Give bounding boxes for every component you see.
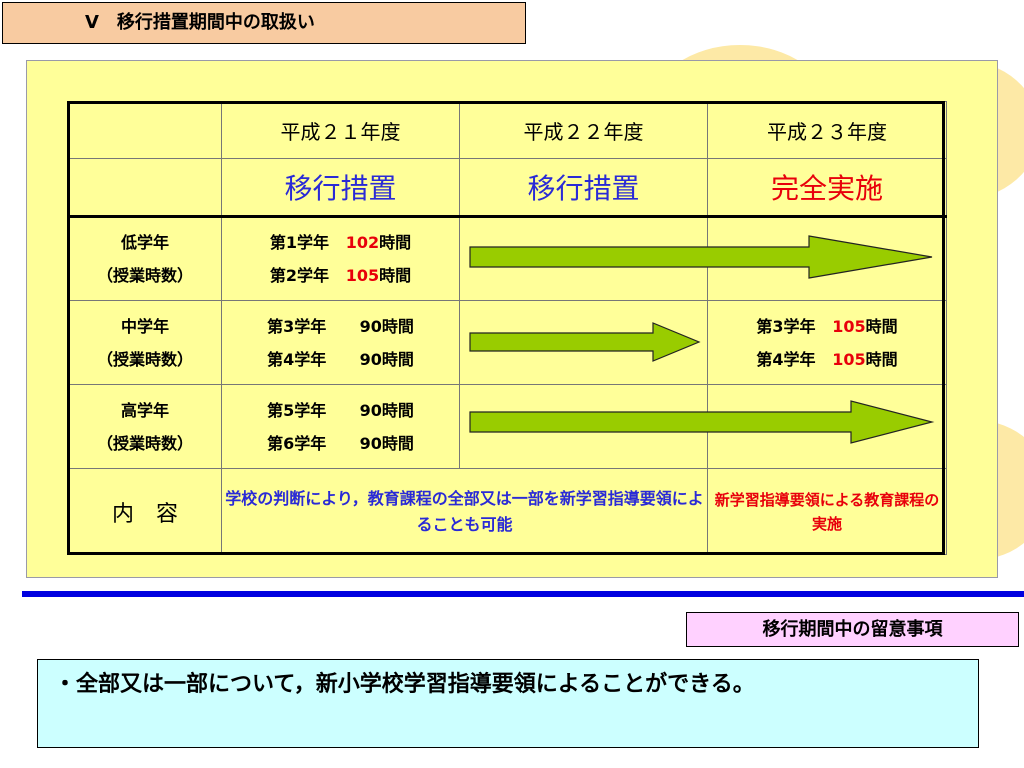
corner-cell bbox=[68, 158, 222, 218]
slide-title: Ⅴ 移行措置期間中の取扱い bbox=[2, 2, 526, 44]
arrow-right-icon bbox=[469, 322, 701, 362]
full-hours-cell: 第3学年 105時間 第4学年 105時間 bbox=[707, 300, 947, 385]
hours-line: 第6学年 90時間 bbox=[267, 433, 414, 453]
content-label: 内 容 bbox=[68, 468, 222, 555]
group-label: 低学年 bbox=[120, 233, 169, 252]
phase-h21: 移行措置 bbox=[221, 158, 460, 218]
content-full: 新学習指導要領による教育課程の実施 bbox=[707, 468, 947, 555]
year-h23: 平成２３年度 bbox=[707, 101, 947, 159]
group-sub-label: （授業時数） bbox=[96, 349, 193, 369]
year-header-row: 平成２１年度 平成２２年度 平成２３年度 bbox=[68, 101, 947, 159]
hours-line: 第3学年 105時間 bbox=[756, 316, 898, 336]
year-h21: 平成２１年度 bbox=[221, 101, 460, 159]
hours-line: 第5学年 90時間 bbox=[267, 400, 414, 420]
hours-line: 第3学年 90時間 bbox=[267, 316, 414, 336]
section-divider bbox=[22, 591, 1024, 597]
group-sub-label: （授業時数） bbox=[96, 266, 193, 285]
hours-cell: 第1学年 102時間 第2学年 105時間 bbox=[221, 216, 460, 301]
group-label: 高学年 bbox=[120, 400, 169, 420]
hours-cell: 第3学年 90時間 第4学年 90時間 bbox=[221, 300, 460, 385]
arrow-right-icon bbox=[469, 400, 935, 444]
group-label: 中学年 bbox=[120, 316, 169, 336]
phase-h23: 完全実施 bbox=[707, 158, 947, 218]
phase-row: 移行措置 移行措置 完全実施 bbox=[68, 158, 947, 218]
hours-line: 第4学年 90時間 bbox=[267, 349, 414, 369]
hours-line: 第1学年 102時間 bbox=[269, 233, 412, 252]
year-h22: 平成２２年度 bbox=[459, 101, 708, 159]
hours-cell: 第5学年 90時間 第6学年 90時間 bbox=[221, 384, 460, 469]
content-transition: 学校の判断により，教育課程の全部又は一部を新学習指導要領によることも可能 bbox=[221, 468, 708, 555]
corner-cell bbox=[68, 101, 222, 159]
hours-line: 第4学年 105時間 bbox=[756, 349, 898, 369]
hours-line: 第2学年 105時間 bbox=[269, 266, 412, 285]
group-label-cell: 中学年 （授業時数） bbox=[68, 300, 222, 385]
group-sub-label: （授業時数） bbox=[96, 433, 193, 453]
schedule-panel: 平成２１年度 平成２２年度 平成２３年度 移行措置 移行措置 完全実施 低学年 … bbox=[26, 60, 998, 578]
notice-label: 移行期間中の留意事項 bbox=[686, 612, 1019, 647]
note-box: ・全部又は一部について，新小学校学習指導要領によることができる。 bbox=[37, 659, 979, 748]
group-label-cell: 低学年 （授業時数） bbox=[68, 216, 222, 301]
note-text: ・全部又は一部について，新小学校学習指導要領によることができる。 bbox=[54, 672, 755, 697]
group-label-cell: 高学年 （授業時数） bbox=[68, 384, 222, 469]
arrow-right-icon bbox=[469, 235, 933, 279]
phase-h22: 移行措置 bbox=[459, 158, 708, 218]
schedule-table: 平成２１年度 平成２２年度 平成２３年度 移行措置 移行措置 完全実施 低学年 … bbox=[68, 101, 947, 555]
row-content: 内 容 学校の判断により，教育課程の全部又は一部を新学習指導要領によることも可能… bbox=[68, 468, 947, 555]
